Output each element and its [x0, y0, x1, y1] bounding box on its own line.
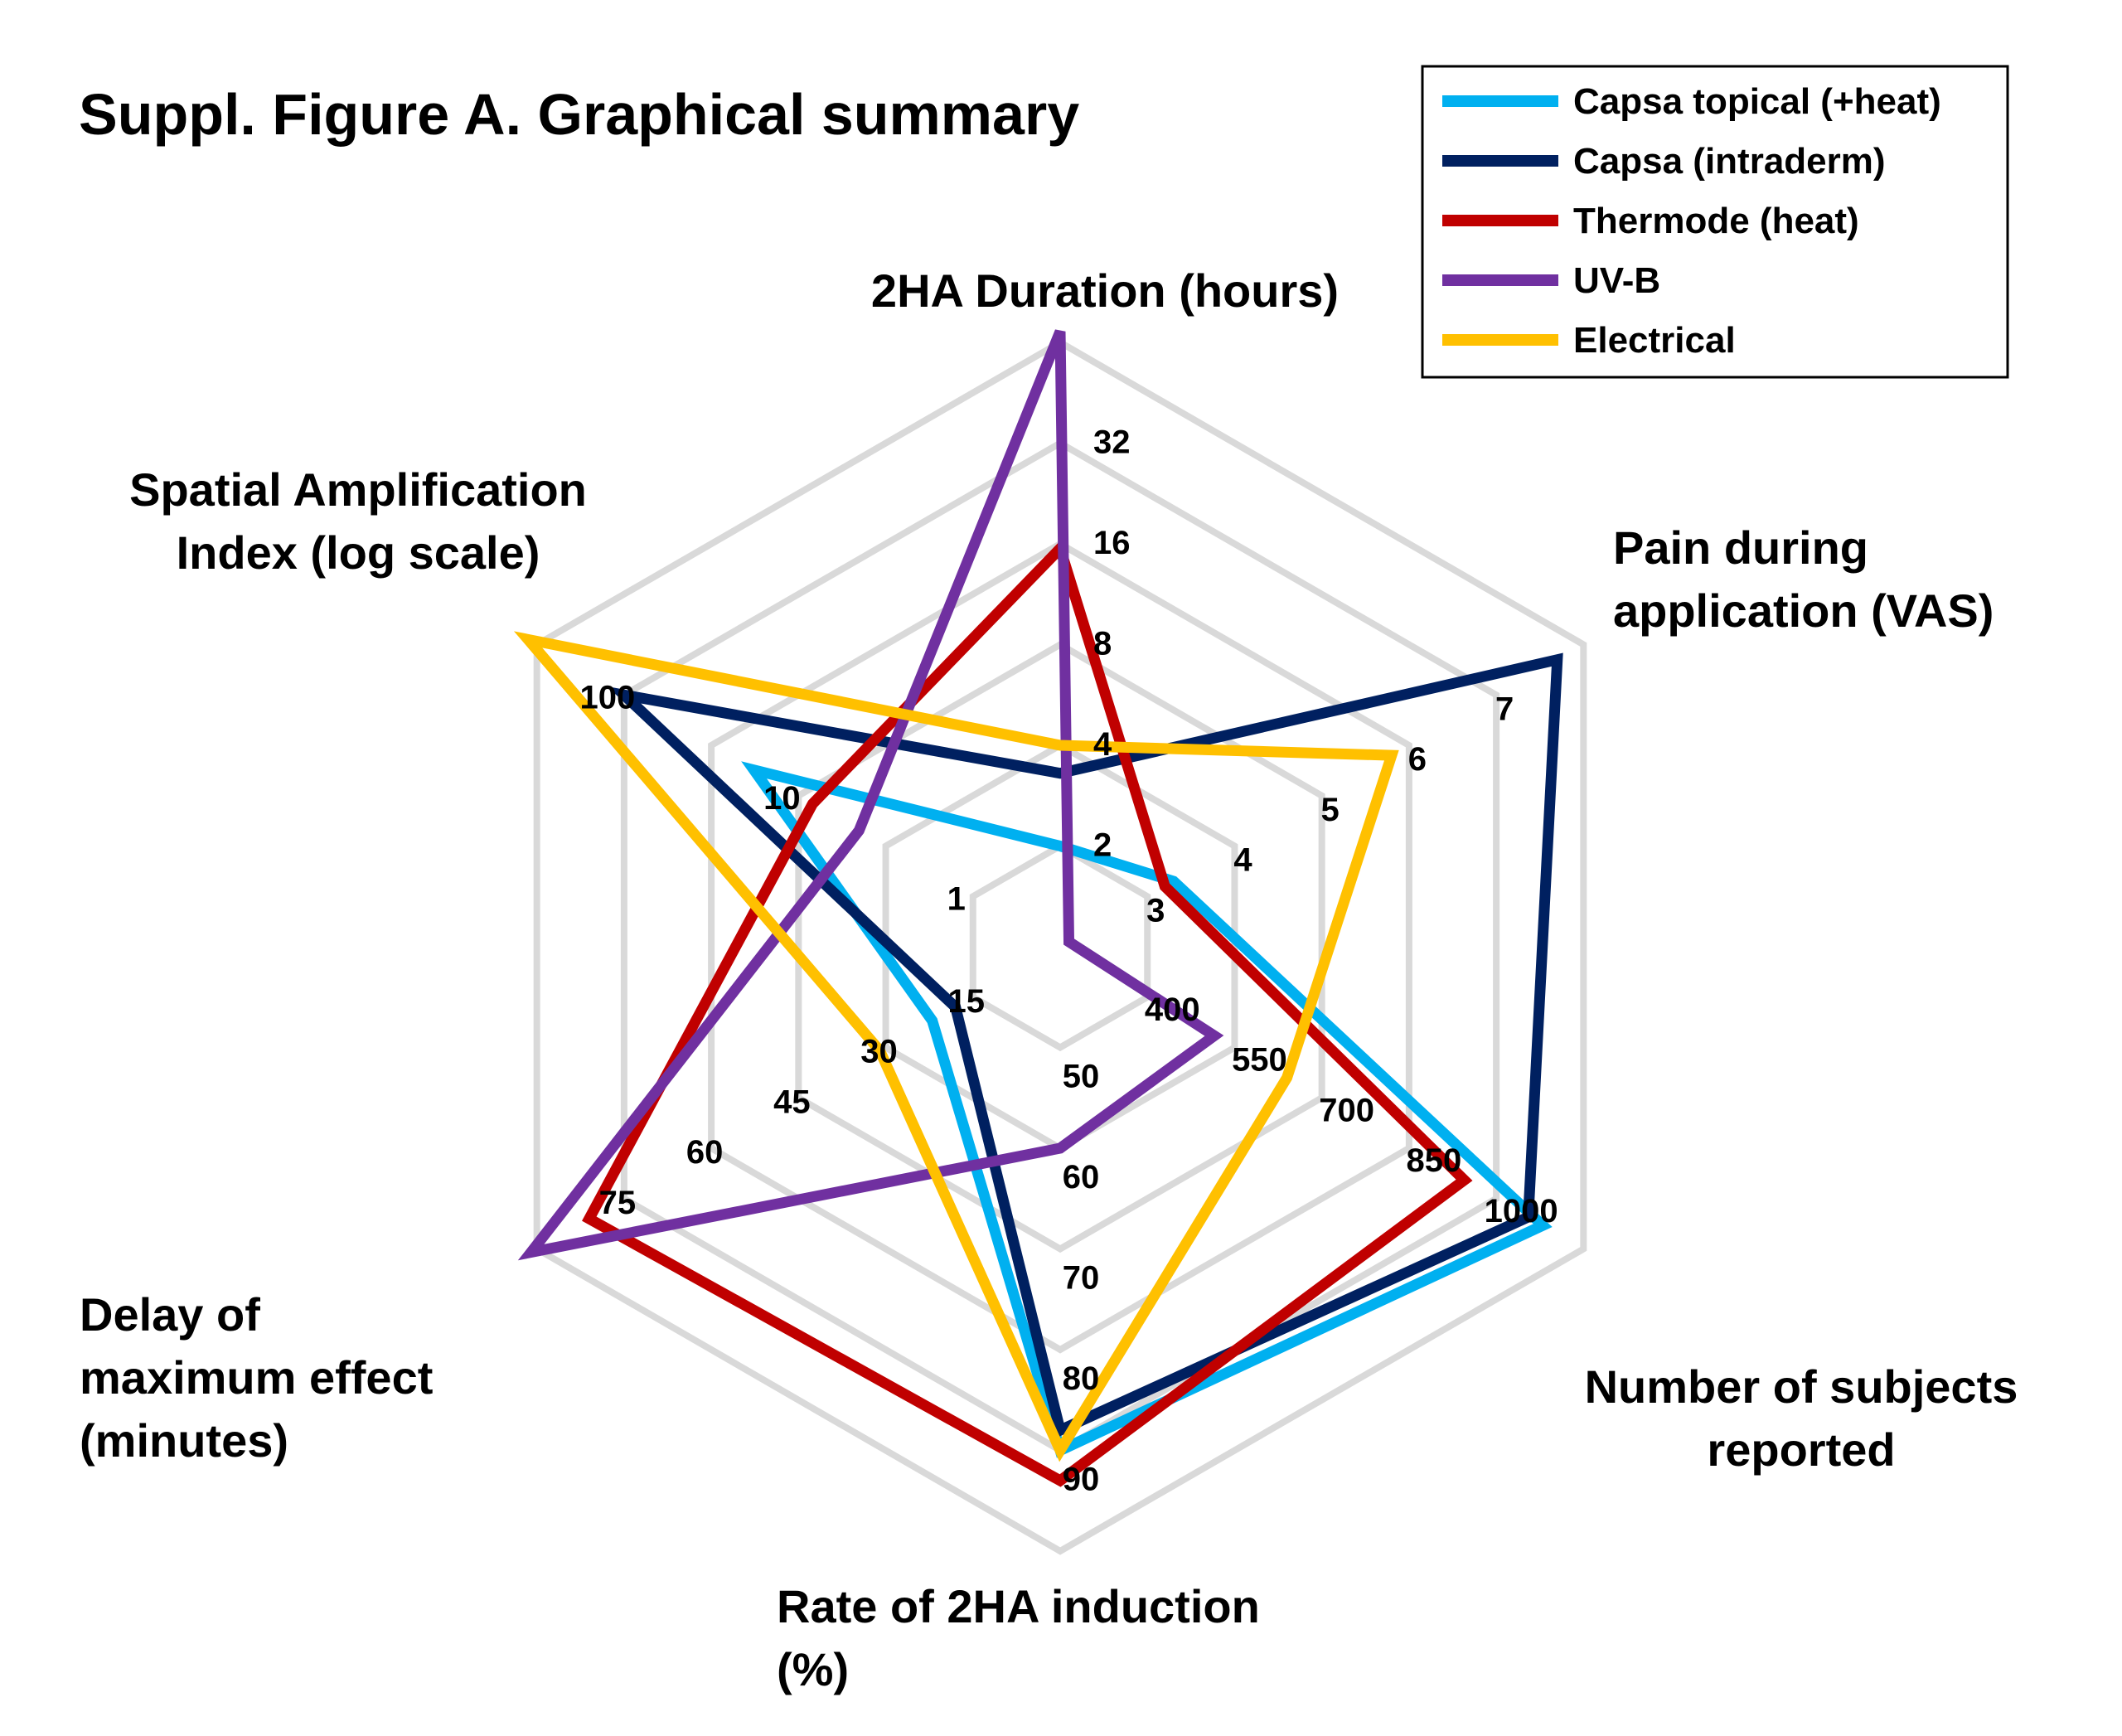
series-line-capsa-topical-heat- [741, 761, 1553, 1458]
tick-label: 75 [599, 1185, 637, 1221]
tick-label: 50 [1063, 1059, 1100, 1095]
series-group [513, 329, 1563, 1487]
axis-title-rate: Rate of 2HA induction [777, 1580, 1260, 1632]
tick-label: 60 [686, 1134, 724, 1171]
legend-label: Capsa (intraderm) [1573, 141, 1886, 182]
tick-label: 15 [948, 983, 986, 1020]
series-line-uv-b [517, 329, 1224, 1261]
axis-title-duration: 2HA Duration (hours) [871, 264, 1339, 317]
legend: Capsa topical (+heat) Capsa (intraderm) Th… [1421, 65, 2009, 379]
tick-label: 45 [773, 1084, 811, 1120]
legend-label: UV-B [1573, 260, 1660, 301]
tick-label: 80 [1063, 1360, 1100, 1397]
tick-label: 6 [1408, 741, 1427, 778]
axis-title-rate: (%) [777, 1643, 849, 1695]
tick-label: 70 [1063, 1260, 1100, 1297]
tick-label: 850 [1407, 1142, 1462, 1179]
tick-label: 32 [1093, 424, 1131, 461]
axis-title-delay: (minutes) [80, 1414, 288, 1467]
series-line-electrical [513, 631, 1399, 1462]
tick-label: 700 [1319, 1092, 1374, 1128]
tick-labels: 2481632345674005507008501000506070809015… [580, 424, 1558, 1498]
axis-title-subjects: reported [1707, 1423, 1895, 1476]
tick-label: 90 [1063, 1462, 1100, 1498]
axis-title-spatial: Index (log scale) [177, 526, 540, 579]
tick-label: 30 [860, 1034, 898, 1070]
axis-title-delay: maximum effect [80, 1351, 433, 1404]
tick-label: 1000 [1485, 1193, 1558, 1229]
tick-label: 7 [1495, 691, 1514, 727]
grid-ring [969, 841, 1151, 1052]
axis-title-delay: Delay of [80, 1288, 260, 1341]
tick-label: 4 [1093, 726, 1112, 763]
grid-ring [882, 741, 1238, 1152]
tick-label: 1 [947, 880, 966, 917]
tick-label: 60 [1063, 1159, 1100, 1195]
tick-label: 3 [1146, 892, 1165, 929]
tick-label: 16 [1093, 525, 1131, 561]
axis-title-subjects: Number of subjects [1585, 1360, 2018, 1413]
tick-label: 5 [1321, 792, 1340, 828]
axis-title-pain: application (VAS) [1613, 584, 1994, 637]
tick-label: 400 [1145, 992, 1200, 1028]
legend-label: Electrical [1573, 320, 1736, 361]
tick-label: 10 [763, 780, 801, 817]
tick-label: 4 [1233, 842, 1252, 879]
grid-ring [708, 540, 1412, 1354]
tick-label: 2 [1093, 827, 1112, 864]
tick-label: 8 [1093, 626, 1112, 662]
axis-title-spatial: Spatial Amplification [129, 463, 587, 516]
axis-title-pain: Pain during [1613, 521, 1868, 574]
chart-title: Suppl. Figure A. Graphical summary [79, 82, 1079, 147]
grid-ring [795, 640, 1325, 1254]
axis-titles: 2HA Duration (hours) Pain during applicati… [80, 264, 2018, 1695]
legend-label: Thermode (heat) [1573, 201, 1859, 241]
series-line-capsa-intraderm- [607, 652, 1563, 1438]
tick-label: 550 [1232, 1042, 1287, 1079]
tick-label: 100 [580, 679, 636, 715]
series-line-thermode-heat- [582, 538, 1473, 1487]
legend-label: Capsa topical (+heat) [1573, 81, 1941, 122]
